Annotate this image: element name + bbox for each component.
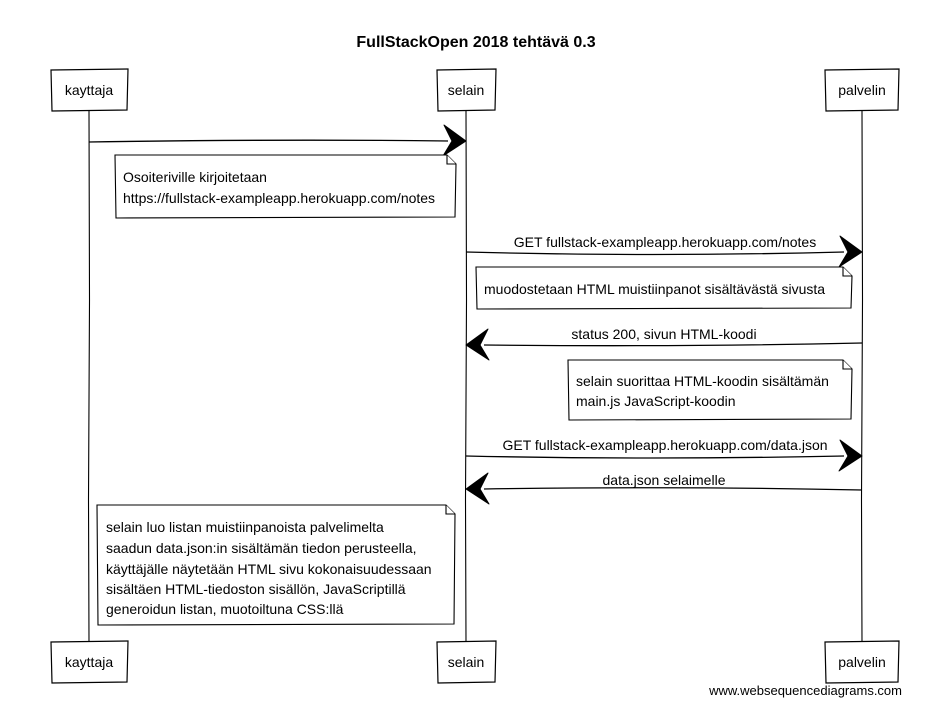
note-address-bar: Osoiteriville kirjoitetaan https://fulls… xyxy=(114,154,457,219)
participant-label: palvelin xyxy=(838,82,885,98)
participant-palvelin-top[interactable]: palvelin xyxy=(824,68,900,112)
arrow-head-icon xyxy=(838,439,863,472)
note-line: generoidun listan, muotoiltuna CSS:llä xyxy=(106,601,344,617)
message-label: data.json selaimelle xyxy=(603,472,726,488)
participant-selain-bottom[interactable]: selain xyxy=(436,640,497,684)
participant-label: kayttaja xyxy=(65,654,113,670)
lifeline-selain xyxy=(464,110,468,644)
participant-kayttaja-top[interactable]: kayttaja xyxy=(50,68,129,112)
participant-label: palvelin xyxy=(838,654,885,670)
message-get-data-json: GET fullstack-exampleapp.herokuapp.com/d… xyxy=(465,437,863,472)
message-status-200: status 200, sivun HTML-koodi xyxy=(465,326,863,361)
note-line: saadun data.json:in sisältämän tiedon pe… xyxy=(106,540,417,556)
participant-label: selain xyxy=(448,82,485,98)
note-line: muodostetaan HTML muistiinpanot sisältäv… xyxy=(484,281,825,297)
note-line: selain luo listan muistiinpanoista palve… xyxy=(106,519,384,535)
note-render-list: selain luo listan muistiinpanoista palve… xyxy=(96,504,456,626)
message-label: status 200, sivun HTML-koodi xyxy=(571,326,756,342)
participant-selain-top[interactable]: selain xyxy=(436,68,497,112)
lifeline-kayttaja xyxy=(87,110,91,644)
message-data-json-response: data.json selaimelle xyxy=(465,472,863,505)
message-kayttaja-to-selain xyxy=(88,124,467,157)
message-label: GET fullstack-exampleapp.herokuapp.com/d… xyxy=(502,437,827,453)
message-label: GET fullstack-exampleapp.herokuapp.com/n… xyxy=(514,234,816,250)
arrow-head-icon xyxy=(838,235,863,268)
participant-kayttaja-bottom[interactable]: kayttaja xyxy=(50,640,129,684)
note-line: https://fullstack-exampleapp.herokuapp.c… xyxy=(123,190,435,206)
note-run-js: selain suorittaa HTML-koodin sisältämän … xyxy=(567,359,853,421)
lifeline-palvelin xyxy=(860,110,864,644)
arrow-head-icon xyxy=(465,472,490,505)
participant-label: kayttaja xyxy=(65,82,113,98)
note-build-html: muodostetaan HTML muistiinpanot sisältäv… xyxy=(475,266,853,310)
participant-palvelin-bottom[interactable]: palvelin xyxy=(824,640,900,684)
arrow-head-icon xyxy=(442,124,467,157)
arrow-head-icon xyxy=(465,328,490,361)
lifelines xyxy=(87,110,864,644)
message-get-notes: GET fullstack-exampleapp.herokuapp.com/n… xyxy=(465,234,863,268)
footer-link[interactable]: www.websequencediagrams.com xyxy=(708,683,902,698)
note-line: Osoiteriville kirjoitetaan xyxy=(123,169,267,185)
note-line: käyttäjälle näytetään HTML sivu kokonais… xyxy=(106,561,432,577)
note-line: sisältäen HTML-tiedoston sisällön, JavaS… xyxy=(106,581,406,597)
note-line: main.js JavaScript-koodin xyxy=(576,393,736,409)
participant-label: selain xyxy=(448,654,485,670)
note-line: selain suorittaa HTML-koodin sisältämän xyxy=(576,373,829,389)
diagram-title: FullStackOpen 2018 tehtävä 0.3 xyxy=(356,34,595,51)
